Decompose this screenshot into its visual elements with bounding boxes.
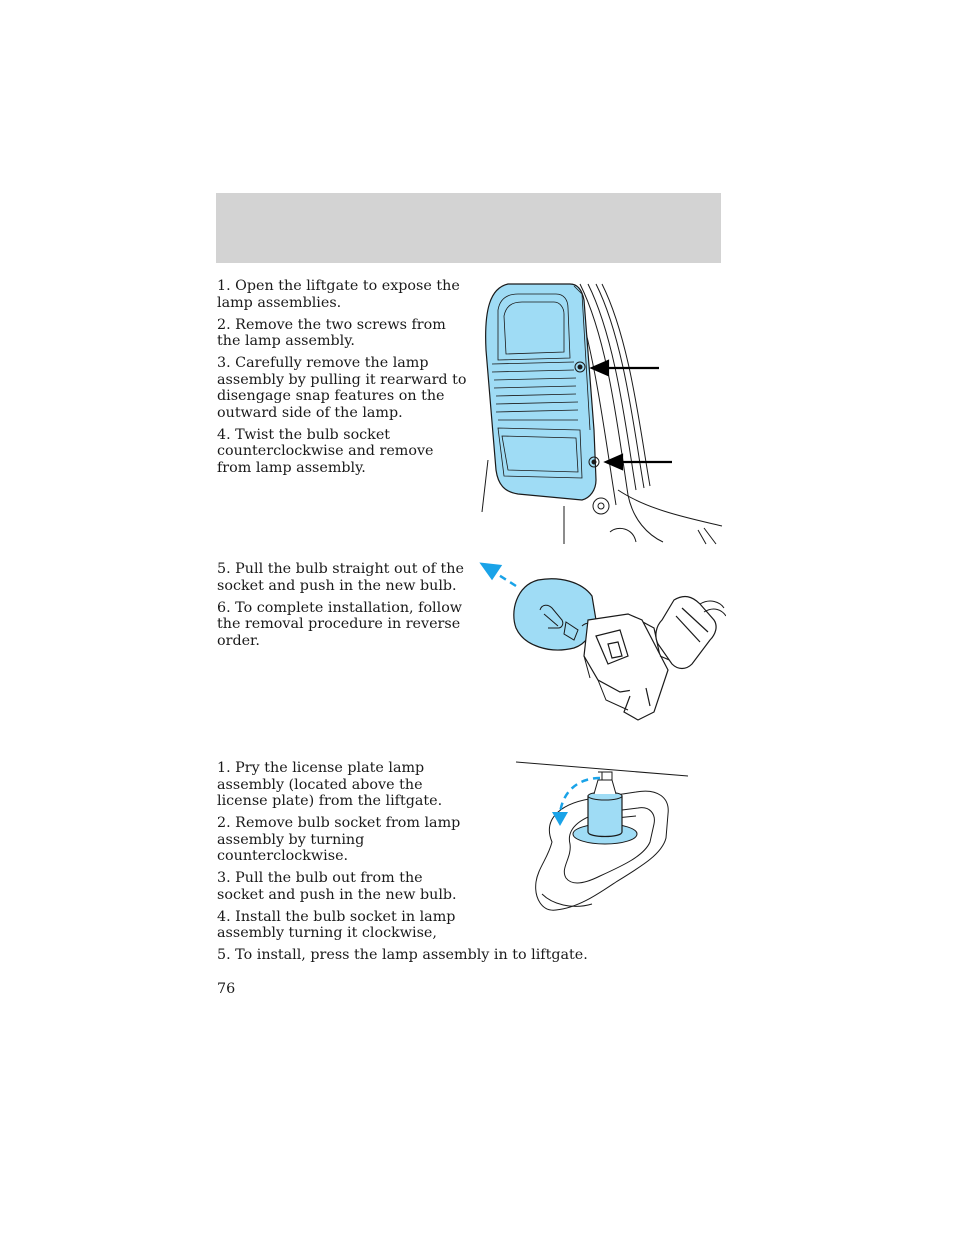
step-text: 2. Remove bulb socket from lamp assembly… (217, 815, 461, 864)
license-lamp-steps: 1. Pry the license plate lamp assembly (… (217, 760, 588, 969)
step-text: 4. Twist the bulb socket counterclockwis… (217, 426, 434, 476)
step-text: 5. To install, press the lamp assembly i… (217, 947, 588, 963)
bulb-socket-illustration (479, 562, 726, 721)
section-header-bar (216, 193, 721, 263)
step-text: 1. Pry the license plate lamp assembly (… (217, 760, 443, 809)
page-number: 76 (217, 981, 236, 997)
step-text: 6. To complete installation, follow the … (217, 599, 463, 649)
step-text: 5. Pull the bulb straight out of the soc… (217, 561, 464, 594)
bulb-replace-steps: 5. Pull the bulb straight out of the soc… (217, 561, 469, 655)
step-text: 3. Pull the bulb out from the socket and… (217, 870, 457, 903)
step-text: 4. Install the bulb socket in lamp assem… (217, 908, 456, 942)
license-lamp-illustration (515, 761, 689, 911)
step-text: 3. Carefully remove the lamp assembly by… (217, 355, 467, 421)
step-text: 2. Remove the two screws from the lamp a… (217, 316, 446, 350)
step-text: 1. Open the liftgate to expose the lamp … (217, 278, 460, 311)
tail-lamp-steps: 1. Open the liftgate to expose the lamp … (217, 278, 469, 482)
tail-lamp-illustration (481, 283, 723, 545)
